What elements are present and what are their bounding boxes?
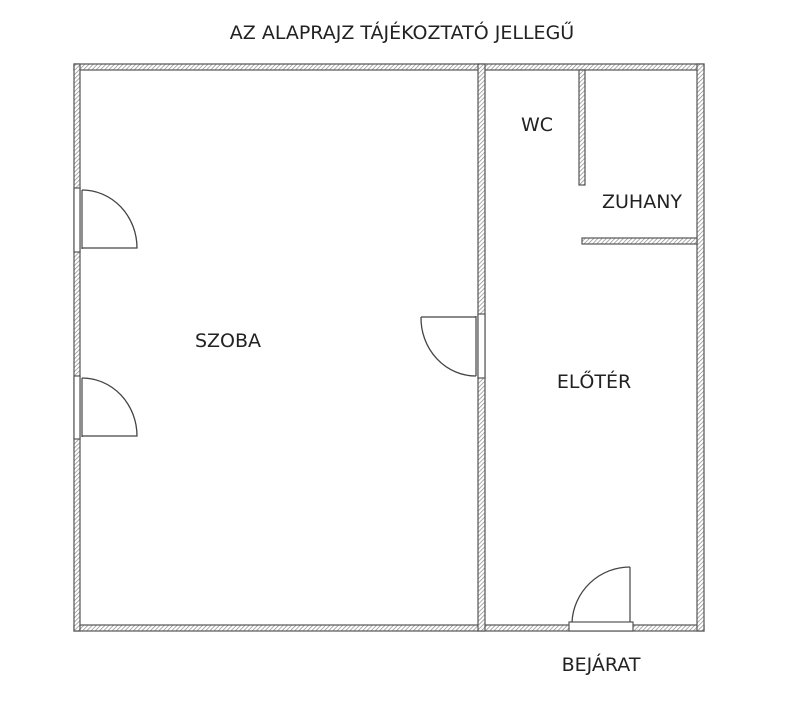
wall-right <box>696 63 705 632</box>
door-frame <box>477 313 486 379</box>
wall-shower-hall <box>581 237 698 245</box>
wall-top <box>73 63 705 71</box>
entrance-door <box>568 566 634 632</box>
wall-left <box>73 63 81 632</box>
inner-door <box>420 313 486 379</box>
left-door-lower <box>73 375 138 440</box>
door-frame <box>568 621 634 632</box>
door-frame <box>73 375 81 440</box>
door-swing-arc <box>420 316 477 377</box>
door-frame <box>73 187 81 253</box>
left-door-upper <box>73 187 138 253</box>
wall-wc-shower <box>578 69 586 186</box>
interior-walls <box>477 63 698 632</box>
door-swing-arc <box>81 377 138 437</box>
room-label-wc: WC <box>521 114 553 136</box>
plan-title: AZ ALAPRAJZ TÁJÉKOZTATÓ JELLEGŰ <box>230 20 574 44</box>
door-swing-arc <box>571 566 631 623</box>
room-label-zuhany: ZUHANY <box>602 191 682 213</box>
room-label-eloter: ELŐTÉR <box>557 369 631 393</box>
door-swing-arc <box>81 189 138 249</box>
outer-walls <box>73 63 705 632</box>
room-label-szoba: SZOBA <box>195 330 261 352</box>
entrance-label: BEJÁRAT <box>562 653 641 676</box>
